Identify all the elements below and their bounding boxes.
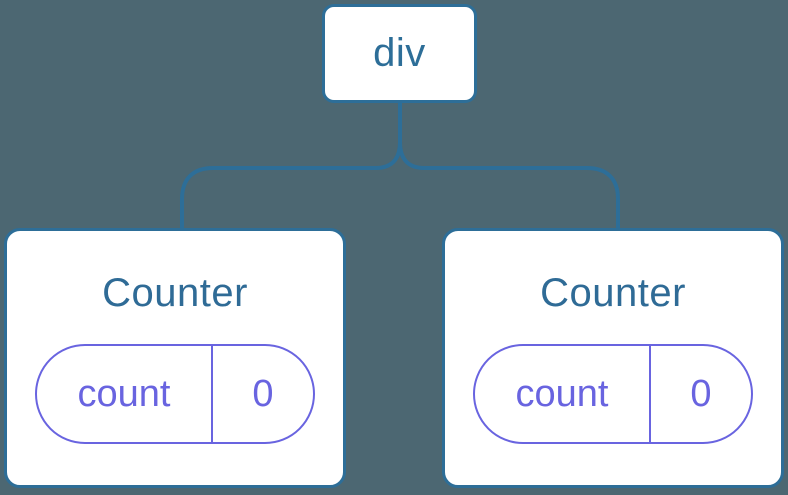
state-pill: count 0: [473, 344, 753, 444]
root-node-label: div: [373, 31, 426, 75]
state-value-label: 0: [252, 372, 274, 415]
state-value-cell: 0: [651, 346, 751, 442]
component-title: Counter: [540, 271, 686, 315]
state-key-cell: count: [37, 346, 213, 442]
state-value-cell: 0: [213, 346, 313, 442]
state-pill: count 0: [35, 344, 315, 444]
connector-path: [180, 96, 620, 229]
state-key-label: count: [77, 372, 171, 415]
state-value-label: 0: [690, 372, 712, 415]
component-title: Counter: [102, 271, 248, 315]
component-node-counter-1: Counter count 0: [4, 228, 346, 488]
root-node-div: div: [322, 4, 477, 103]
component-node-counter-2: Counter count 0: [442, 228, 784, 488]
state-key-label: count: [515, 372, 609, 415]
state-key-cell: count: [475, 346, 651, 442]
